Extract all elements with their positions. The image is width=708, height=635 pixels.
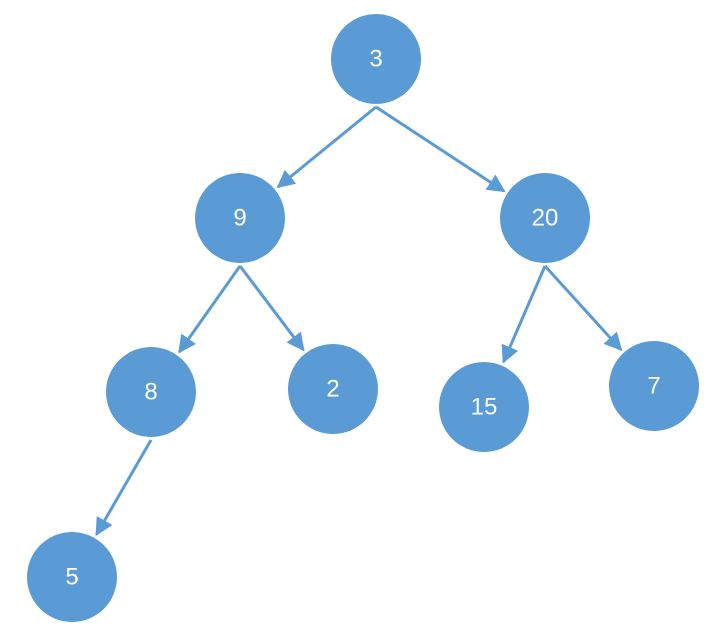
node-3: 3 bbox=[331, 14, 421, 104]
edge-20-to-7 bbox=[543, 264, 623, 352]
edge-3-to-20 bbox=[375, 105, 506, 193]
node-20-circle bbox=[500, 173, 590, 263]
node-8-label: 8 bbox=[144, 379, 157, 406]
edge-8-to-5 bbox=[95, 439, 153, 537]
node-7: 7 bbox=[609, 341, 699, 431]
node-7-label: 7 bbox=[647, 373, 660, 400]
tree-edges bbox=[95, 105, 623, 537]
edge-9-to-8 bbox=[178, 265, 242, 354]
node-2: 2 bbox=[288, 344, 378, 434]
node-3-circle bbox=[331, 14, 421, 104]
node-15-label: 15 bbox=[471, 394, 498, 421]
node-8: 8 bbox=[106, 347, 196, 437]
edge-3-to-9 bbox=[276, 105, 377, 189]
edge-9-to-2 bbox=[238, 265, 305, 352]
node-20: 20 bbox=[500, 173, 590, 263]
node-8-circle bbox=[106, 347, 196, 437]
node-20-label: 20 bbox=[532, 205, 559, 232]
node-5-label: 5 bbox=[65, 564, 78, 591]
node-9: 9 bbox=[195, 173, 285, 263]
node-2-circle bbox=[288, 344, 378, 434]
node-15-circle bbox=[439, 362, 529, 452]
node-9-circle bbox=[195, 173, 285, 263]
node-2-label: 2 bbox=[326, 376, 339, 403]
edge-20-to-15 bbox=[501, 265, 547, 364]
node-5: 5 bbox=[27, 532, 117, 622]
node-9-label: 9 bbox=[233, 205, 246, 232]
node-3-label: 3 bbox=[369, 46, 382, 73]
tree-nodes: 3 9 20 8 2 15 7 5 bbox=[27, 14, 699, 622]
node-7-circle bbox=[609, 341, 699, 431]
node-5-circle bbox=[27, 532, 117, 622]
node-15: 15 bbox=[439, 362, 529, 452]
